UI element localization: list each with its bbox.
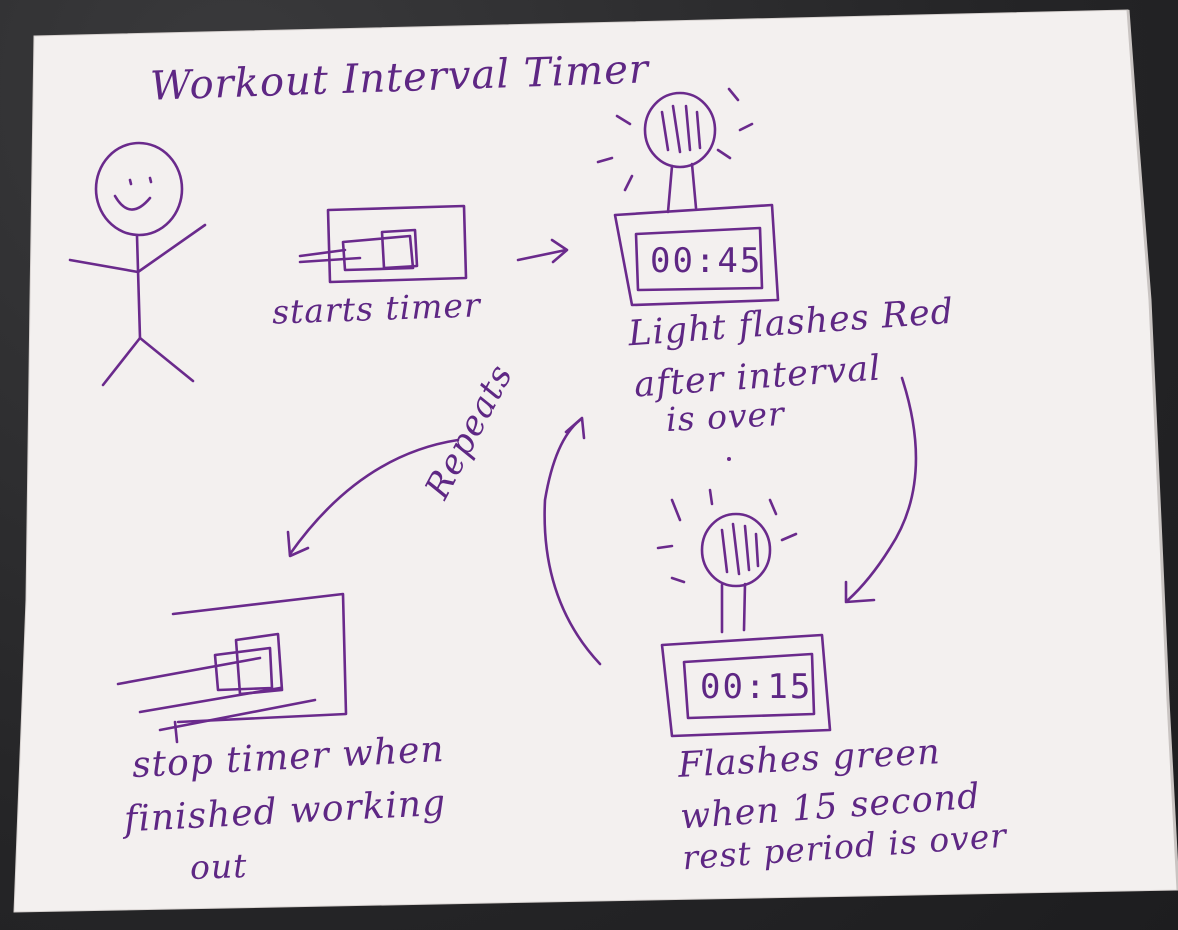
stop-device-tick — [173, 720, 179, 744]
stick-figure-body — [135, 234, 142, 340]
stick-figure-head — [94, 141, 184, 237]
green-light-bulb — [700, 512, 772, 588]
red-light-bulb-shading — [660, 104, 702, 154]
ink-dot — [727, 457, 731, 461]
green-light-stem — [720, 582, 747, 634]
start-timer-label: starts timer — [271, 285, 482, 332]
start-timer-device — [298, 204, 468, 284]
stop-timer-device — [116, 592, 348, 744]
red-light-device — [596, 87, 780, 307]
green-light-rays — [656, 488, 798, 584]
red-light-bulb — [643, 91, 717, 169]
green-light-bulb-shading — [720, 522, 760, 576]
start-device-inner — [341, 234, 415, 272]
rest-interval-display: 00:15 — [700, 667, 813, 707]
rest-display-frame — [660, 633, 832, 738]
stick-figure-arms — [68, 223, 207, 274]
stop-hand-pointer — [116, 656, 317, 732]
red-light-stem — [666, 162, 698, 214]
work-interval-display: 00:45 — [650, 241, 763, 281]
paper-shadow-edge — [1126, 9, 1178, 891]
stick-figure-smile — [113, 194, 152, 211]
work-display-inner — [634, 226, 764, 292]
start-hand-pointer — [298, 248, 362, 264]
start-device-frame — [326, 204, 468, 284]
stick-figure-eyes — [128, 176, 153, 186]
stick-figure-legs — [101, 336, 195, 387]
stick-figure — [68, 141, 207, 387]
red-light-rays — [596, 87, 754, 192]
start-device-button — [380, 228, 419, 270]
stop-device-button — [234, 632, 284, 696]
red-light-label-line3: is over — [665, 393, 786, 440]
work-display-frame — [613, 203, 780, 307]
stop-timer-label-line3: out — [189, 846, 249, 887]
arrow-work-to-rest — [844, 376, 918, 604]
repeat-arrow — [543, 416, 602, 666]
stop-device-inner — [213, 646, 274, 692]
green-light-device — [656, 488, 832, 738]
rest-display-inner — [682, 652, 816, 720]
arrow-to-stop — [286, 438, 460, 558]
stop-device-frame — [171, 592, 348, 724]
arrow-start-to-work — [516, 238, 569, 264]
